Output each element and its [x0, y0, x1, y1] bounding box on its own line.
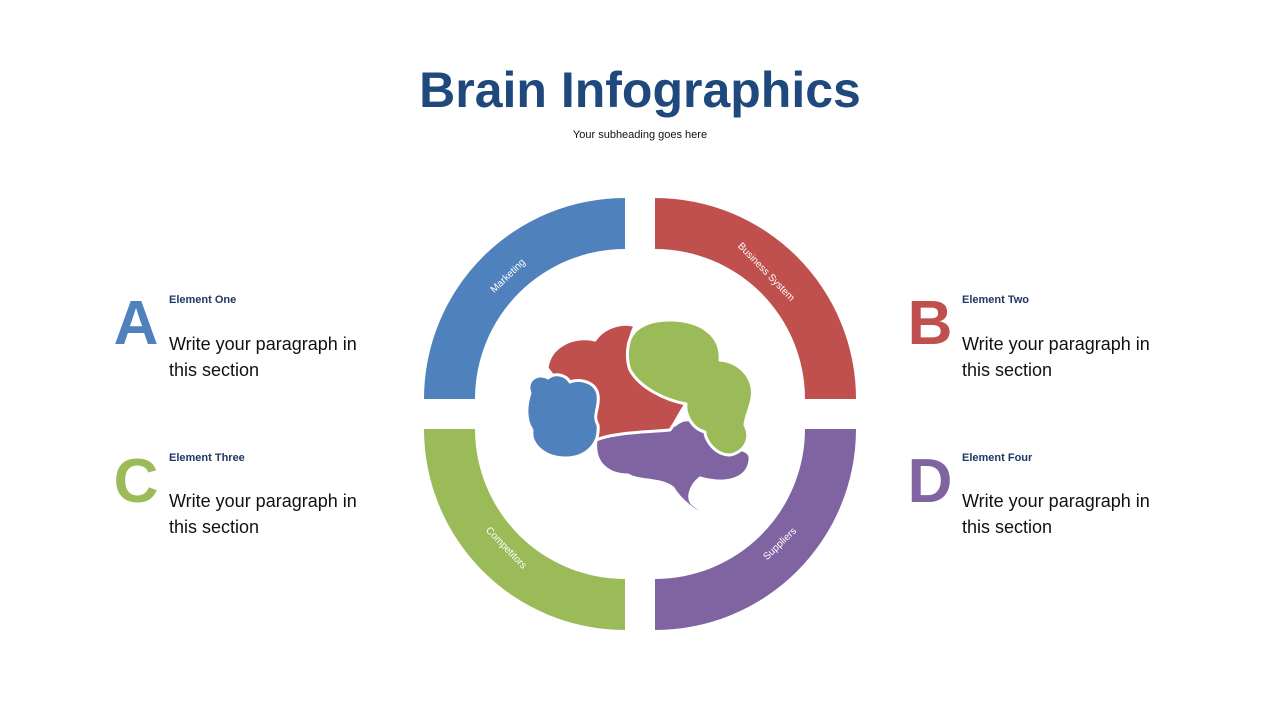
element-three-heading: Element Three	[169, 452, 245, 464]
element-four-letter: D	[907, 447, 953, 516]
element-one-heading: Element One	[169, 294, 237, 306]
brain-icon	[525, 318, 754, 520]
ring-segment-competitors	[424, 429, 625, 630]
ring-segment-business-system	[655, 198, 856, 399]
element-four-text: Write your paragraph in this section	[962, 491, 1150, 537]
element-two-letter: B	[907, 289, 953, 358]
brain-lobe-blue	[525, 373, 600, 460]
page-subtitle: Your subheading goes here	[572, 129, 708, 141]
element-three-text: Write your paragraph in this section	[169, 491, 357, 537]
page-title: Brain Infographics	[419, 62, 861, 118]
element-four-heading: Element Four	[962, 452, 1033, 464]
element-two-text: Write your paragraph in this section	[962, 334, 1150, 380]
ring-segment-suppliers	[655, 429, 856, 630]
brain-lobe-green	[625, 318, 754, 457]
ring-segment-marketing	[424, 198, 625, 399]
element-two-heading: Element Two	[962, 294, 1030, 306]
element-one-text: Write your paragraph in this section	[169, 334, 357, 380]
element-one-letter: A	[113, 289, 159, 358]
element-three-letter: C	[113, 447, 159, 516]
